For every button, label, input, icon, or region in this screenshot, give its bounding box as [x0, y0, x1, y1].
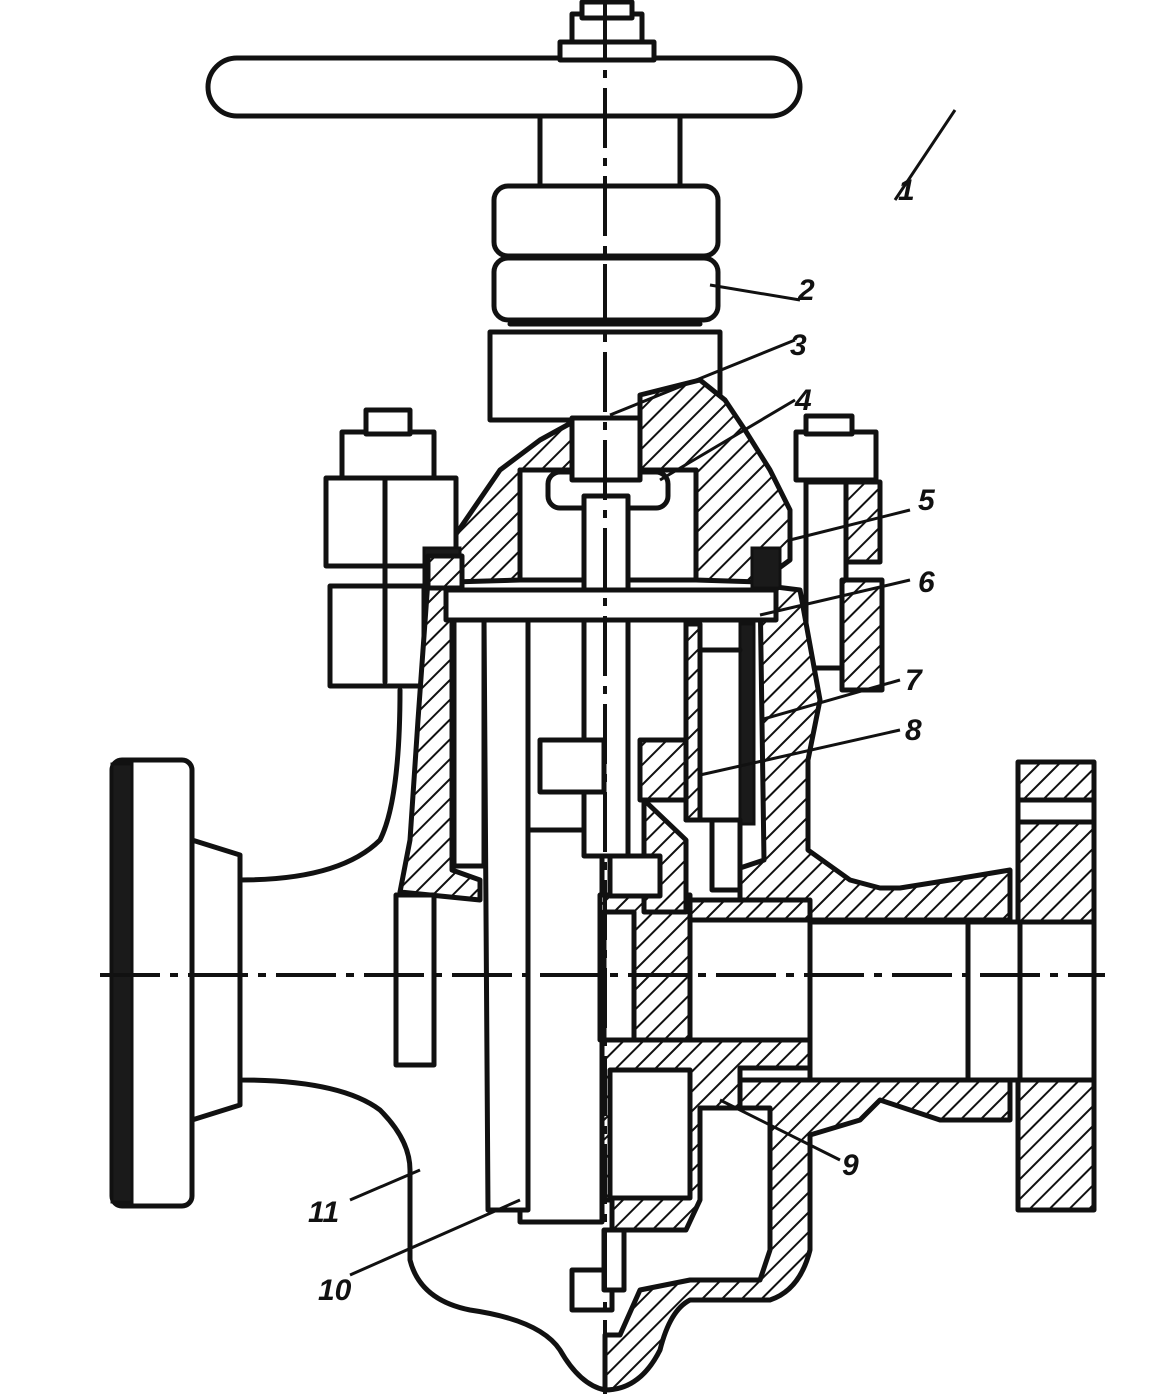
bottom-plug	[569, 1227, 627, 1313]
callout-8: 8	[905, 714, 922, 747]
seats	[393, 892, 813, 1233]
leader-lines	[349, 109, 957, 1277]
callout-9: 9	[842, 1149, 859, 1182]
callout-5: 5	[918, 484, 936, 517]
callout-6: 6	[918, 566, 935, 599]
valve-body	[237, 577, 1013, 1393]
callout-1: 1	[898, 174, 915, 207]
callout-7: 7	[905, 664, 923, 697]
handwheel	[205, 0, 803, 119]
callout-10: 10	[318, 1274, 352, 1307]
left-bonnet-bolt	[323, 407, 459, 689]
callout-3: 3	[790, 329, 807, 362]
callout-11: 11	[308, 1196, 339, 1229]
gate	[451, 612, 693, 1225]
callout-labels: 1 2 3 4 5 6 7 8 9 10 11	[308, 174, 936, 1307]
centerlines	[100, 0, 1105, 1394]
right-flange	[807, 759, 1097, 1213]
right-bonnet-bolt	[793, 413, 885, 693]
callout-4: 4	[794, 384, 812, 417]
left-flange	[109, 757, 243, 1209]
callout-2: 2	[797, 274, 815, 307]
